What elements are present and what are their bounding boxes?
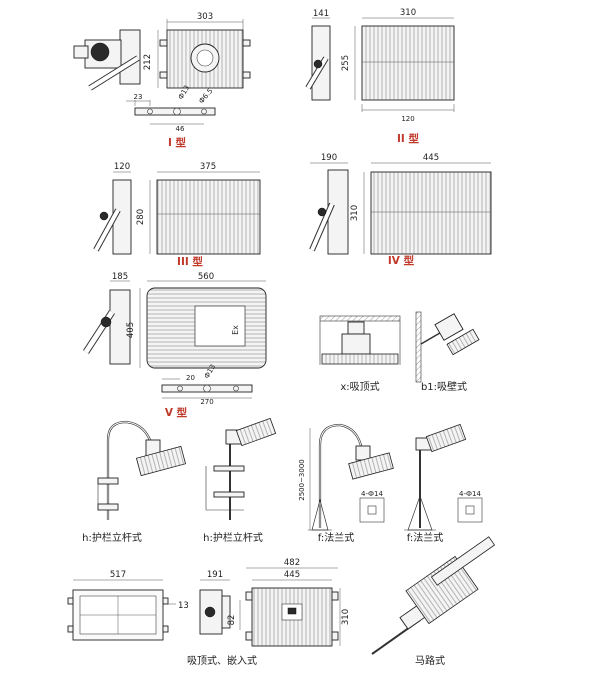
dim-20: 20	[186, 374, 195, 382]
dim-13: 13	[178, 601, 189, 611]
flange-1-holes: 4-Ф14	[361, 490, 383, 498]
type-1-front-view	[159, 29, 251, 89]
type-4-front-view	[370, 171, 492, 255]
type-1-caption: I 型	[168, 136, 187, 149]
dim-141: 141	[313, 9, 329, 19]
type-2-side-view	[305, 25, 331, 101]
mount-wall-drawing: b1:吸壁式	[415, 311, 480, 393]
dim-23: 23	[134, 93, 143, 101]
ex-mark: Ex	[231, 325, 240, 335]
recessed-mount-drawing: 517 13	[67, 570, 189, 641]
type-5-front-view: Ex	[146, 287, 267, 369]
type-4-drawing: 190 445 310 IV 型	[309, 153, 492, 267]
dim-120b: 120	[114, 162, 130, 172]
type-4-caption: IV 型	[388, 254, 415, 267]
type-3-side-view	[93, 179, 132, 255]
dim-560: 560	[198, 272, 214, 282]
type-3-drawing: 120 375 280 III 型	[93, 162, 261, 268]
mount-f1-caption: f:法兰式	[318, 531, 355, 544]
mount-h1-caption: h:护栏立杆式	[82, 531, 142, 544]
flange-2-holes: 4-Ф14	[459, 490, 481, 498]
dim-46: 46	[176, 125, 185, 133]
dim-phi6-5: Ф6.5	[197, 87, 214, 105]
dim-482: 482	[284, 558, 300, 568]
road-caption: 马路式	[415, 654, 445, 667]
dim-270: 270	[200, 398, 213, 406]
mount-x-caption: x:吸顶式	[340, 380, 379, 393]
recessed-side-drawing: 191 82	[199, 570, 241, 635]
type-4-side-view	[309, 169, 349, 255]
type-1-side-view	[73, 29, 141, 91]
road-mount-drawing: 马路式	[371, 536, 496, 667]
type-1-drawing: 303 212 23 Ф13 Ф6.5 46 I 型	[73, 12, 251, 149]
mount-f2-caption: f:法兰式	[407, 531, 444, 544]
dim-310c: 310	[341, 609, 351, 625]
mount-ceiling-drawing: x:吸顶式	[319, 315, 401, 393]
type-5-caption: V 型	[165, 406, 188, 419]
mount-flange-2-drawing: 4-Ф14 f:法兰式	[404, 423, 483, 544]
dim-191: 191	[207, 570, 223, 580]
dim-255: 255	[341, 55, 351, 71]
mount-b1-caption: b1:吸壁式	[421, 380, 467, 393]
mount-guardrail-2-drawing: h:护栏立杆式	[203, 417, 277, 544]
type-5-drawing: Ex 185 560 405 20 Ф13 270 V 型	[83, 272, 267, 419]
type-3-front-view	[156, 179, 261, 255]
type-2-drawing: 141 310 255 120 II 型	[305, 8, 455, 145]
mount-guardrail-1-drawing: h:护栏立杆式	[82, 420, 187, 544]
dim-445b: 445	[284, 570, 300, 580]
dim-212: 212	[143, 54, 153, 70]
type-3-caption: III 型	[177, 255, 203, 268]
recessed-caption: 吸顶式、嵌入式	[187, 654, 257, 667]
type-5-side-view	[83, 289, 131, 365]
dim-185: 185	[112, 272, 128, 282]
dim-303: 303	[197, 12, 213, 22]
mount-flange-1-drawing: 2500~3000 4-Ф14 f:法兰式	[298, 423, 394, 544]
dim-375: 375	[200, 162, 216, 172]
dim-120: 120	[401, 115, 414, 123]
dim-pole-height: 2500~3000	[298, 459, 306, 501]
type-2-front-view	[361, 25, 455, 101]
dim-190: 190	[321, 153, 337, 163]
dim-445: 445	[423, 153, 439, 163]
dim-310: 310	[400, 8, 416, 18]
dim-517: 517	[110, 570, 126, 580]
mount-h2-caption: h:护栏立杆式	[203, 531, 263, 544]
dim-82: 82	[227, 615, 237, 626]
recessed-front-drawing: 482 445 310 吸顶式、嵌入式	[187, 558, 351, 667]
dim-310b: 310	[350, 205, 360, 221]
dim-405: 405	[126, 322, 136, 338]
dim-280: 280	[136, 209, 146, 225]
type-2-caption: II 型	[397, 132, 419, 145]
